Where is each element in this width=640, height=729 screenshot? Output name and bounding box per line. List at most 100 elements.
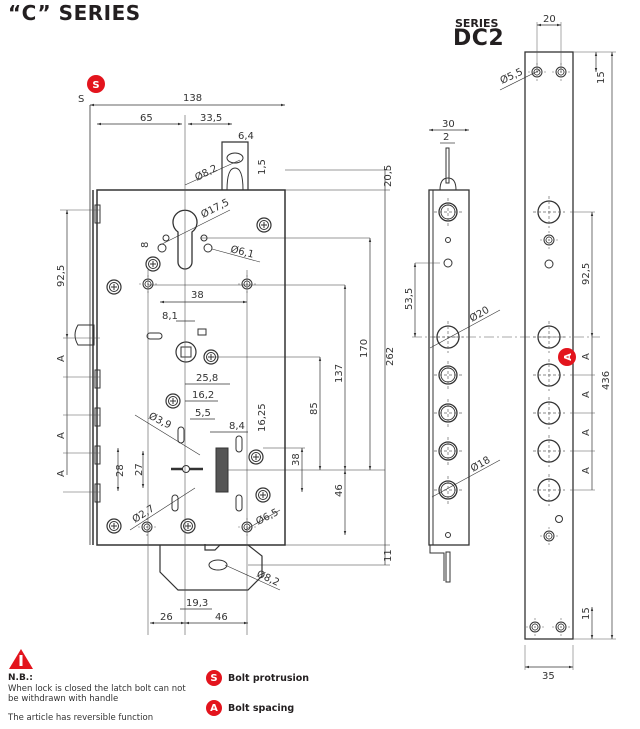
- dim-a: A: [581, 353, 592, 360]
- lock-case-outline: [96, 189, 286, 546]
- bolt: [94, 483, 101, 503]
- bottom-housing: [159, 544, 263, 591]
- bolt: [94, 204, 101, 224]
- strike-hole-icon: [532, 320, 566, 354]
- screw-icon: [525, 617, 545, 637]
- strike-plate: A 20 Ø5,5 15 92,5 436 A A A A 15 35: [498, 14, 616, 682]
- dim-a: A: [581, 467, 592, 474]
- legend-bolt-protrusion: S Bolt protrusion: [206, 670, 309, 686]
- dim-35: 35: [542, 671, 555, 682]
- dim-3-9: Ø3,9: [147, 410, 174, 431]
- dim-33-5: 33,5: [200, 113, 222, 124]
- reversible-note: The article has reversible function: [8, 713, 154, 723]
- lock-body: S S 138 65 33,5 6,4 Ø8,2 1,5 20,5 Ø17,5 …: [56, 75, 396, 635]
- dim-38: 38: [191, 290, 204, 301]
- legend-label: Bolt spacing: [228, 702, 295, 714]
- bolt-hole-icon: [433, 360, 463, 390]
- dim-25-8: 25,8: [196, 373, 218, 384]
- dim-1-5: 1,5: [257, 159, 268, 175]
- legend-badge-a: A: [206, 700, 222, 716]
- dim-20: 20: [543, 14, 556, 25]
- strike-hole-icon: [532, 358, 566, 392]
- dim-92-5: 92,5: [56, 265, 67, 287]
- bolt: [94, 369, 101, 389]
- dim-46: 46: [215, 612, 228, 623]
- dim-top-hole: Ø8,2: [193, 162, 220, 183]
- top-hole: [226, 152, 244, 164]
- strike-hole-icon: [532, 396, 566, 430]
- screw-icon: [539, 230, 559, 250]
- nb-text: When lock is closed the latch bolt can n…: [8, 684, 186, 704]
- side-view: 30 2 53,5 Ø20 Ø18: [404, 119, 600, 583]
- strike-hole-icon: [532, 195, 566, 229]
- bolt-spacing-badge: [558, 348, 576, 366]
- cylinder-cutout: [172, 209, 198, 270]
- side-outline: [428, 189, 470, 546]
- dim-27: 27: [134, 463, 145, 476]
- series-label: SERIES: [455, 17, 499, 30]
- dim-a: A: [56, 470, 67, 477]
- strike-plate-outline: [524, 51, 574, 640]
- bolt-hole-icon: [433, 398, 463, 428]
- dim-20-5: 20,5: [383, 165, 394, 187]
- dim-170: 170: [359, 339, 370, 358]
- nb-title: N.B.:: [8, 673, 33, 683]
- strike-hole-icon: [532, 434, 566, 468]
- mechanism-bar: [215, 447, 229, 493]
- dim-138: 138: [183, 93, 202, 104]
- dim-a: A: [581, 391, 592, 398]
- dim-53-5: 53,5: [404, 288, 415, 310]
- dim-65: 65: [140, 113, 153, 124]
- dim-cylinder-diameter: Ø17,5: [199, 196, 231, 220]
- screw-icon: [106, 518, 122, 534]
- dim-6-4: 6,4: [238, 131, 254, 142]
- dim-26: 26: [160, 612, 173, 623]
- series-code: DC2: [453, 26, 505, 51]
- dim-6-5: Ø6,5: [254, 506, 281, 527]
- screw-icon: [165, 393, 181, 409]
- page-title: “C” SERIES: [8, 1, 141, 25]
- dim-46-vertical: 46: [334, 484, 345, 497]
- dim-2-7: Ø2,7: [130, 502, 156, 525]
- badge-a-label: A: [563, 353, 574, 361]
- dim-15-top: 15: [596, 71, 607, 84]
- dim-6-1: Ø6,1: [229, 243, 255, 260]
- dim-8: 8: [140, 242, 151, 248]
- dim-436: 436: [601, 371, 612, 390]
- dim-11: 11: [383, 549, 394, 562]
- screw-icon: [248, 449, 264, 465]
- legend-badge-s: S: [206, 670, 222, 686]
- screw-icon: [180, 518, 196, 534]
- screw-icon: [539, 526, 559, 546]
- warning-icon: [9, 649, 33, 669]
- dim-85: 85: [309, 402, 320, 415]
- dim-30: 30: [442, 119, 455, 130]
- bolt-hole-icon: [433, 436, 463, 466]
- dim-262: 262: [385, 347, 396, 366]
- dim-bottom-hole: Ø8,2: [255, 568, 282, 589]
- dim-16-25: 16,25: [257, 403, 268, 432]
- follower: [175, 341, 197, 363]
- latch-bolt: [74, 324, 95, 346]
- screw-icon: [255, 487, 271, 503]
- dim-38-vertical: 38: [291, 453, 302, 466]
- screw-icon: [145, 256, 161, 272]
- legend-bolt-spacing: A Bolt spacing: [206, 700, 294, 716]
- dim-137: 137: [334, 364, 345, 383]
- dim-16-2: 16,2: [192, 390, 214, 401]
- dim-a: A: [56, 355, 67, 362]
- dim-a: A: [581, 429, 592, 436]
- dim-s: S: [78, 94, 84, 105]
- dim-8-4: 8,4: [229, 421, 245, 432]
- screw-icon: [551, 617, 571, 637]
- dim-diameter-5-5: Ø5,5: [498, 66, 525, 87]
- legend-label: Bolt protrusion: [228, 672, 310, 684]
- dim-15-bottom: 15: [581, 607, 592, 620]
- badge-s-label: S: [92, 80, 99, 91]
- dim-19-3: 19,3: [186, 598, 208, 609]
- dim-8-1: 8,1: [162, 311, 178, 322]
- dim-28: 28: [115, 464, 126, 477]
- bolt-hole-icon: [433, 197, 463, 227]
- bolt: [94, 407, 101, 427]
